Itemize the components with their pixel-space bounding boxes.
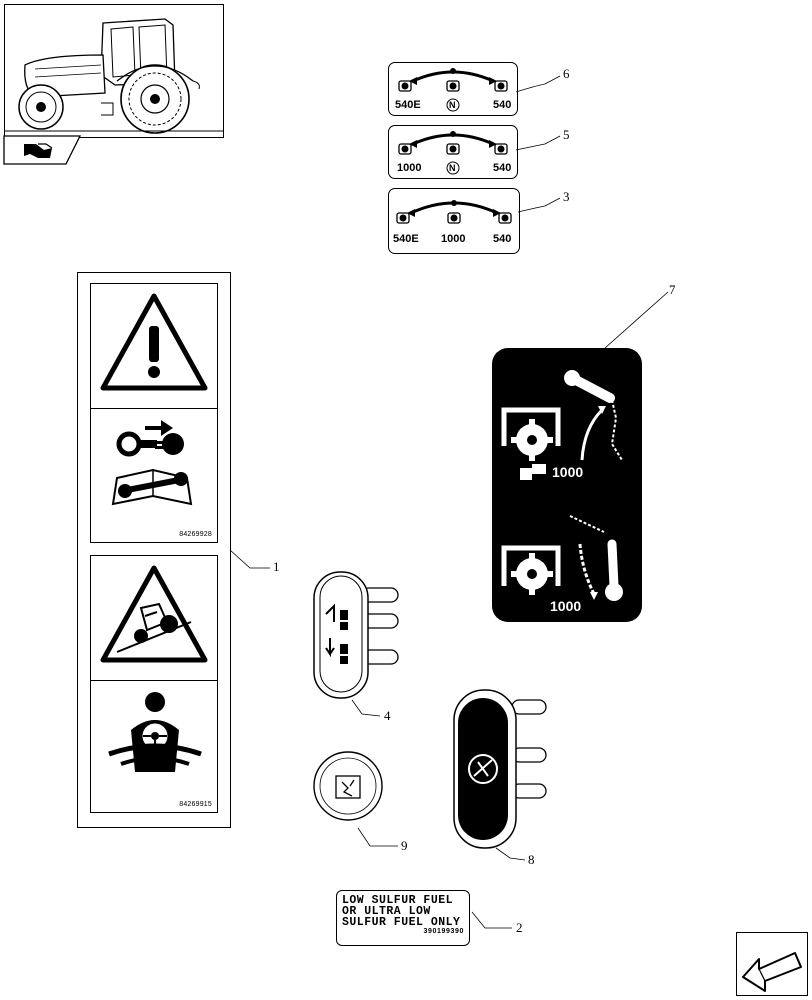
safety-decal-assembly: 84269928 84269915 <box>77 272 231 828</box>
warning-panel <box>91 284 217 409</box>
decal-3-right-label: 540 <box>493 233 512 245</box>
tractor-illustration <box>5 18 223 134</box>
decal-5-right-label: 540 <box>493 162 512 174</box>
key-remove-icon <box>116 420 184 457</box>
view-flag-icon <box>3 135 82 166</box>
callout-5: 5 <box>563 127 570 142</box>
callout-4: 4 <box>384 708 391 723</box>
next-page-arrow-icon[interactable] <box>736 932 808 996</box>
rollover-warning-icon <box>100 565 208 663</box>
fuel-decal-line3: SULFUR FUEL ONLY <box>342 916 461 929</box>
callout-8: 8 <box>528 852 535 867</box>
pto-decal-3: 540E 1000 540 <box>388 188 520 254</box>
fuel-decal-part-number: 390199390 <box>423 928 464 935</box>
fuel-decal-2: LOW SULFUR FUEL OR ULTRA LOW SULFUR FUEL… <box>336 890 470 946</box>
safety-decal-top: 84269928 <box>90 283 218 543</box>
decal-7-lower-speed: 1000 <box>550 598 582 614</box>
decal-6-center-label: N <box>449 100 456 110</box>
pto-decal-6: 540E N 540 <box>388 62 518 116</box>
decal-3-center-label: 1000 <box>441 233 466 245</box>
warning-triangle-icon <box>100 293 208 391</box>
decal-7-upper-speed: 1000 <box>552 464 584 480</box>
part-number-top: 84269928 <box>179 531 212 538</box>
pto-lever-decal-7: 1000 1000 <box>492 348 642 622</box>
tractor-thumbnail <box>4 4 224 138</box>
pto-lever-illustration <box>501 370 623 601</box>
decal-3-left-label: 540E <box>393 233 419 245</box>
key-manual-panel: 84269928 <box>91 408 217 542</box>
part-number-bottom: 84269915 <box>179 801 212 808</box>
seat-belt-icon <box>108 692 202 772</box>
selector-knob-8 <box>453 689 547 849</box>
safety-decal-bottom: 84269915 <box>90 555 218 813</box>
pto-selector-arc <box>396 200 512 224</box>
pto-decal-5: 1000 N 540 <box>388 125 518 179</box>
callout-6: 6 <box>563 66 570 81</box>
decal-6-right-label: 540 <box>493 99 512 111</box>
fuel-decal-line1: LOW SULFUR FUEL <box>342 894 454 907</box>
manual-wrench-icon <box>111 468 193 506</box>
callout-2: 2 <box>516 920 523 935</box>
seatbelt-panel: 84269915 <box>91 680 217 812</box>
callout-7: 7 <box>669 282 676 297</box>
pto-selector-arc <box>398 131 508 175</box>
pto-selector-arc <box>398 68 508 112</box>
fuel-decal-line2: OR ULTRA LOW <box>342 905 431 918</box>
decal-5-center-label: N <box>449 163 456 173</box>
callout-9: 9 <box>401 838 408 853</box>
callout-1: 1 <box>273 559 280 574</box>
rollover-panel <box>91 556 217 681</box>
callout-3: 3 <box>563 189 570 204</box>
decal-6-left-label: 540E <box>395 99 421 111</box>
round-button-9 <box>313 751 383 821</box>
decal-5-left-label: 1000 <box>397 162 422 174</box>
selector-knob-4 <box>313 571 399 699</box>
